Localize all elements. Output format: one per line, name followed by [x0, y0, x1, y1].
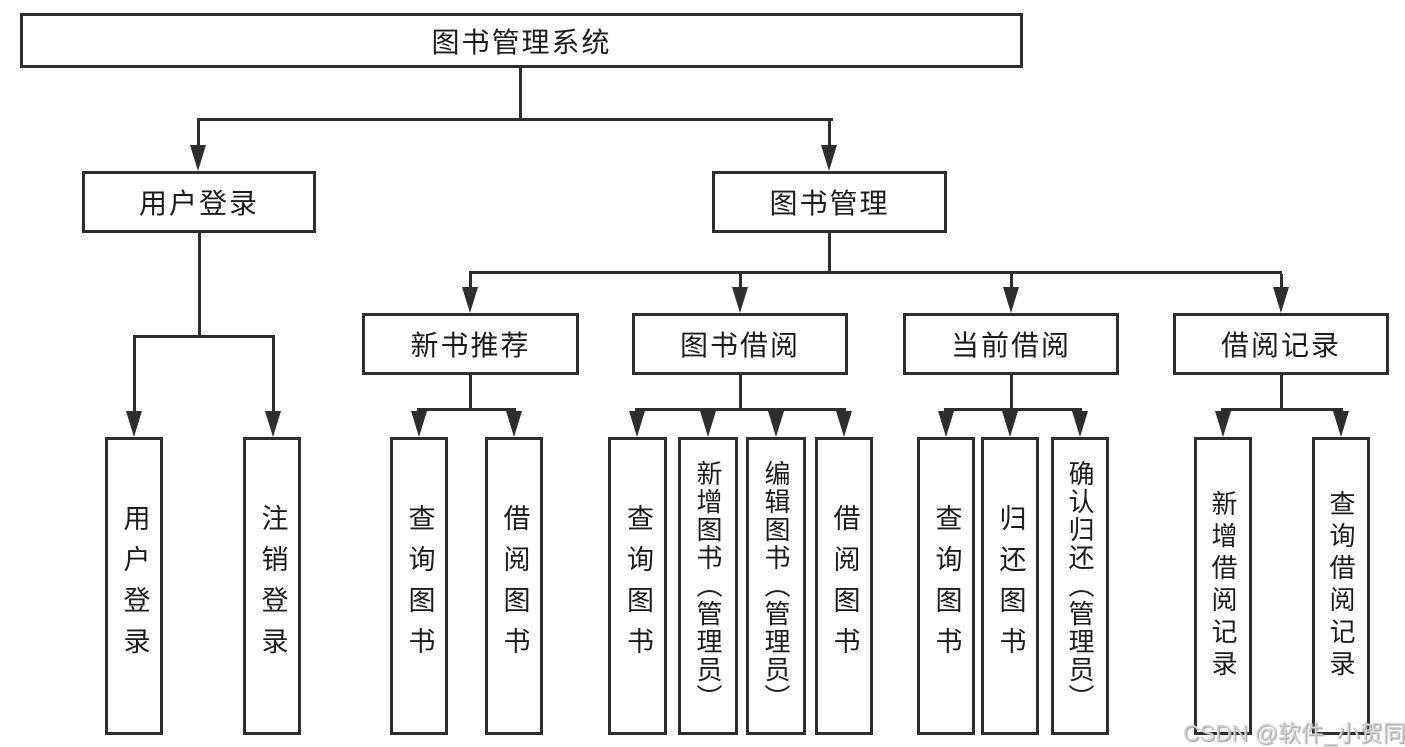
node-leaf-borrow-books-1-label: 借阅图书	[499, 504, 530, 668]
node-leaf-user-login-label: 用户登录	[119, 504, 150, 668]
node-leaf-confirm-return-admin-label: 确认归还（管理员）	[1065, 460, 1095, 712]
node-user-login-label: 用户登录	[138, 188, 259, 219]
node-borrow-records-label: 借阅记录	[1220, 330, 1341, 361]
arrowhead-icon	[1215, 411, 1231, 437]
arrowhead-icon	[190, 145, 206, 171]
node-leaf-logout-label: 注销登录	[257, 504, 288, 668]
node-leaf-add-books-admin: 新增图书（管理员）	[678, 437, 738, 735]
arrowhead-icon	[836, 411, 852, 437]
arrowhead-icon	[732, 287, 748, 313]
arrowhead-icon	[700, 411, 716, 437]
node-leaf-borrow-books-1: 借阅图书	[485, 437, 543, 735]
node-library-system: 图书管理系统	[20, 13, 1023, 68]
arrowhead-icon	[506, 411, 522, 437]
arrowhead-icon	[938, 411, 954, 437]
node-leaf-query-books-3: 查询图书	[917, 437, 975, 735]
connector-line	[739, 375, 742, 411]
node-leaf-return-books-label: 归还图书	[995, 504, 1026, 668]
connector-line	[469, 274, 472, 290]
arrowhead-icon	[768, 411, 784, 437]
node-leaf-add-books-admin-label: 新增图书（管理员）	[693, 460, 723, 712]
node-user-login: 用户登录	[82, 171, 316, 233]
node-leaf-query-books-1-label: 查询图书	[404, 504, 435, 668]
node-leaf-user-login: 用户登录	[105, 437, 163, 735]
node-leaf-add-borrow-record-label: 新增借阅记录	[1208, 490, 1238, 682]
arrowhead-icon	[411, 411, 427, 437]
arrowhead-icon	[462, 287, 478, 313]
connector-line	[1280, 274, 1283, 290]
connector-line	[1010, 274, 1013, 290]
node-leaf-confirm-return-admin: 确认归还（管理员）	[1051, 437, 1109, 735]
connector-line	[1221, 408, 1343, 411]
connector-line	[469, 375, 472, 411]
connector-line	[739, 274, 742, 290]
node-library-system-label: 图书管理系统	[431, 26, 612, 58]
node-leaf-borrow-books-2: 借阅图书	[815, 437, 873, 735]
connector-line	[417, 408, 516, 411]
arrowhead-icon	[629, 411, 645, 437]
watermark: CSDN @软件_小贺同学	[1183, 720, 1405, 746]
arrowhead-icon	[126, 411, 142, 437]
node-leaf-edit-books-admin: 编辑图书（管理员）	[746, 437, 806, 735]
connector-line	[828, 233, 831, 274]
connector-line	[133, 338, 136, 412]
connector-line	[469, 271, 1282, 274]
node-leaf-query-books-2-label: 查询图书	[623, 504, 653, 668]
connector-line	[519, 68, 522, 118]
arrowhead-icon	[265, 411, 281, 437]
node-leaf-add-borrow-record: 新增借阅记录	[1194, 437, 1252, 735]
node-leaf-logout: 注销登录	[243, 437, 301, 735]
arrowhead-icon	[1333, 411, 1349, 437]
node-leaf-query-books-1: 查询图书	[390, 437, 448, 735]
connector-line	[1280, 375, 1283, 411]
node-leaf-edit-books-admin-label: 编辑图书（管理员）	[761, 460, 791, 712]
connector-line	[944, 408, 1082, 411]
arrowhead-icon	[1072, 411, 1088, 437]
arrowhead-icon	[1002, 411, 1018, 437]
connector-line	[197, 121, 200, 148]
connector-line	[272, 338, 275, 412]
node-leaf-borrow-books-2-label: 借阅图书	[829, 504, 860, 668]
node-book-management: 图书管理	[712, 171, 947, 233]
connector-line	[197, 118, 833, 121]
node-book-management-label: 图书管理	[769, 188, 890, 219]
node-current-borrow-label: 当前借阅	[950, 330, 1071, 361]
connector-line	[828, 121, 831, 148]
connector-line	[1010, 375, 1013, 411]
arrowhead-icon	[821, 145, 837, 171]
node-borrow-records: 借阅记录	[1173, 313, 1389, 375]
node-leaf-query-borrow-record: 查询借阅记录	[1312, 437, 1370, 735]
arrowhead-icon	[1273, 287, 1289, 313]
node-book-borrow-label: 图书借阅	[679, 330, 800, 361]
connector-line	[133, 335, 275, 338]
node-leaf-query-books-3-label: 查询图书	[931, 504, 962, 668]
node-current-borrow: 当前借阅	[903, 313, 1119, 375]
arrowhead-icon	[1003, 287, 1019, 313]
node-new-book-recommend: 新书推荐	[362, 313, 579, 375]
node-leaf-return-books: 归还图书	[981, 437, 1039, 735]
connector-line	[635, 408, 846, 411]
node-new-book-recommend-label: 新书推荐	[410, 330, 531, 361]
node-leaf-query-borrow-record-label: 查询借阅记录	[1326, 490, 1356, 682]
connector-line	[198, 233, 201, 335]
node-leaf-query-books-2: 查询图书	[608, 437, 667, 735]
node-book-borrow: 图书借阅	[632, 313, 848, 375]
